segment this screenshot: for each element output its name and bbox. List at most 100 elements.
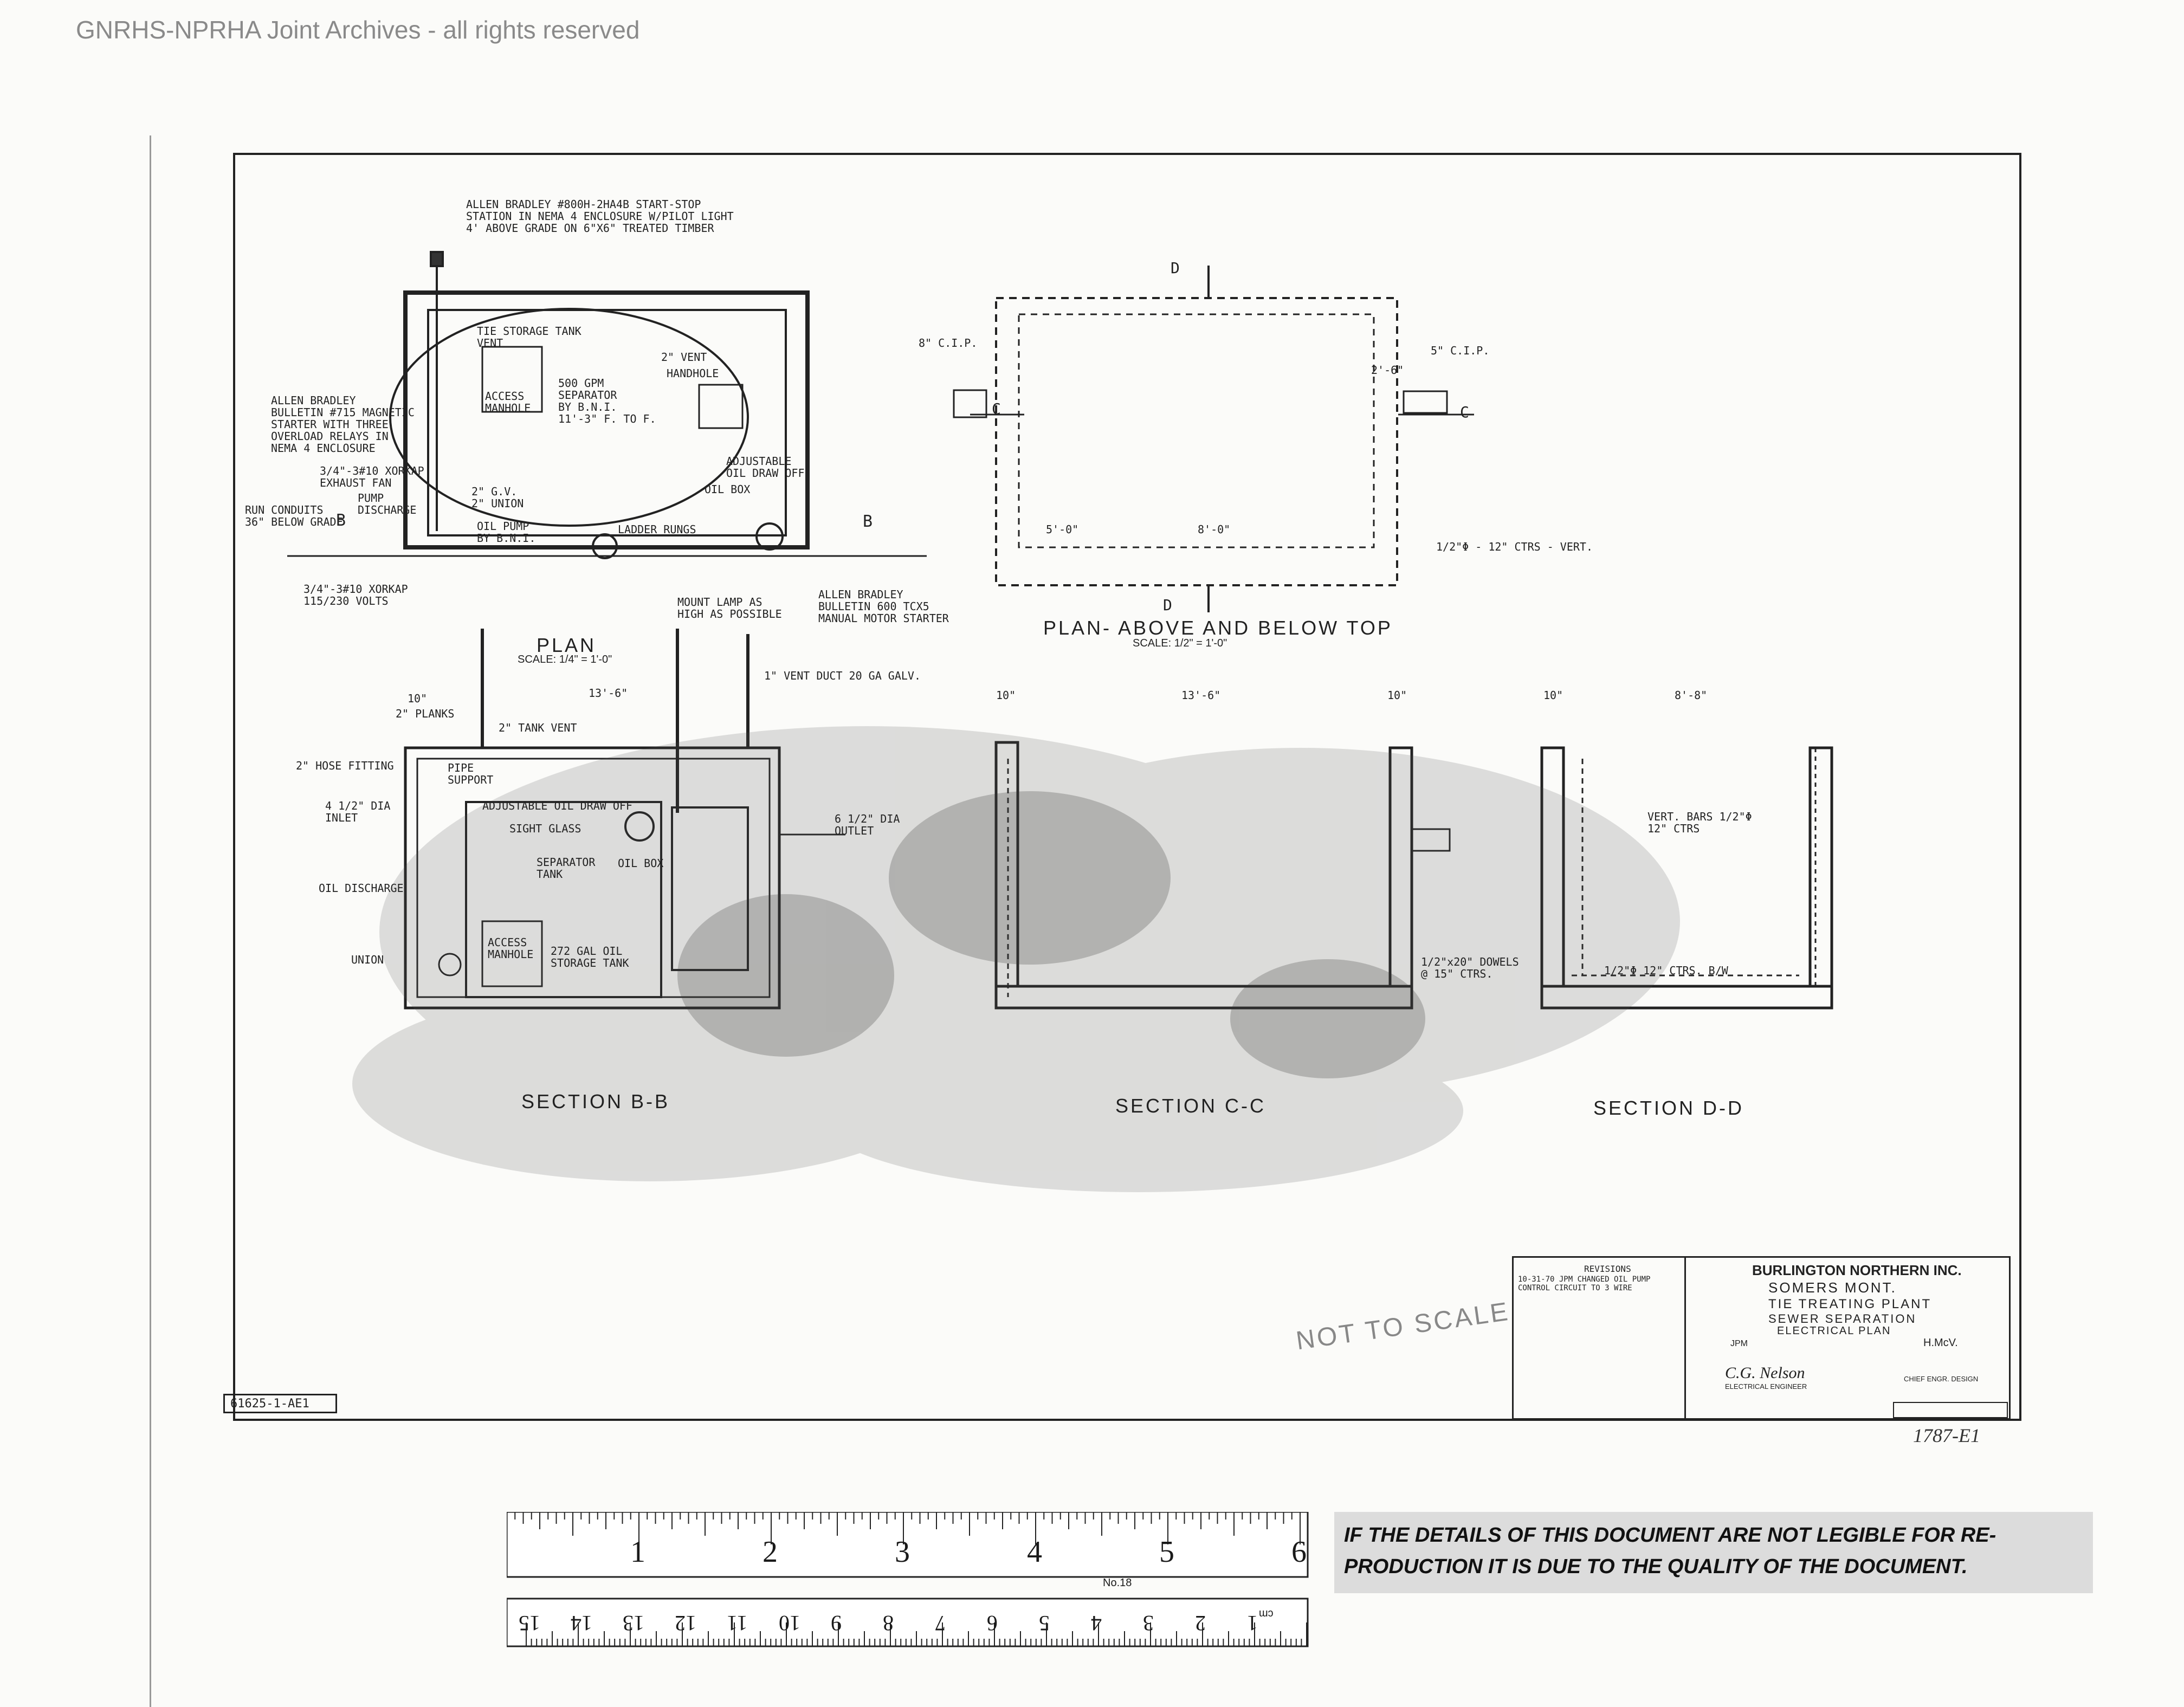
revisions-cell: REVISIONS 10-31-70 JPM CHANGED OIL PUMP … [1514, 1258, 1686, 1418]
section-cc-dim-10-left: 10" [996, 689, 1016, 702]
plan-note-run-conduits: RUN CONDUITS 36" BELOW GRADE [245, 503, 343, 528]
section-dd-dim-8-8: 8'-8" [1675, 689, 1708, 702]
plan-above-5-inch-cip: 5" C.I.P. [1431, 344, 1490, 357]
section-bb-outlet: 6 1/2" DIA OUTLET [835, 812, 900, 837]
plan-note-access-manhole: ACCESS MANHOLE [485, 390, 531, 415]
inch-label: 1 [630, 1535, 645, 1569]
inch-label: 4 [1027, 1535, 1042, 1569]
plan-note-oil-box: OIL BOX [705, 483, 751, 496]
plan-above-mark-d-bottom: D [1163, 596, 1172, 614]
ruler-model: No.18 [1103, 1577, 1132, 1589]
chief-engineer-title: CHIEF ENGR. DESIGN [1904, 1375, 1979, 1383]
section-cc-title: SECTION C-C [1115, 1095, 1266, 1117]
inch-label: 2 [763, 1535, 778, 1569]
inch-label: 6 [1291, 1535, 1307, 1569]
cm-label: 14 [571, 1611, 592, 1635]
plan-section-mark-b-right: B [863, 512, 873, 531]
cm-label: 11 [727, 1611, 748, 1635]
plan-note-magnetic-starter: ALLEN BRADLEY BULLETIN #715 MAGNETIC STA… [271, 394, 415, 455]
cm-label: 13 [623, 1611, 644, 1635]
plan-above-mark-c-right: C [1460, 403, 1469, 421]
project-location: SOMERS MONT. [1768, 1279, 1897, 1296]
section-dd-vert-bars: VERT. BARS 1/2"Φ 12" CTRS [1647, 810, 1752, 835]
cm-label: 3 [1143, 1611, 1154, 1635]
inch-label: 3 [895, 1535, 910, 1569]
section-bb-access-manhole: ACCESS MANHOLE [488, 936, 534, 961]
plan-above-8-inch-cip: 8" C.I.P. [919, 337, 978, 350]
plan-note-manual-motor-starter: ALLEN BRADLEY BULLETIN 600 TCX5 MANUAL M… [818, 588, 949, 625]
section-bb-dim-13-6: 13'-6" [589, 687, 628, 700]
project-name: SEWER SEPARATION [1768, 1312, 1917, 1325]
plan-note-separator: 500 GPM SEPARATOR BY B.N.I. 11'-3" F. TO… [558, 377, 656, 425]
section-bb-planks: 2" PLANKS [396, 707, 455, 720]
revision-entry-1: 10-31-70 JPM CHANGED OIL PUMP CONTROL CI… [1518, 1275, 1651, 1292]
plan-note-mount-lamp: MOUNT LAMP AS HIGH AS POSSIBLE [677, 596, 782, 620]
plan-above-vert-bars: 1/2"Φ - 12" CTRS - VERT. [1436, 540, 1593, 553]
cm-label: 2 [1195, 1611, 1206, 1635]
section-dd-bottom-bars: 1/2"Φ 12" CTRS. B/W [1604, 964, 1728, 977]
revisions-heading: REVISIONS [1584, 1264, 1631, 1274]
plan-above-mark-d-top: D [1171, 259, 1180, 277]
engineer-title: ELECTRICAL ENGINEER [1725, 1382, 1807, 1391]
plan-note-exhaust-fan: 3/4"-3#10 XORKAP EXHAUST FAN [320, 464, 424, 489]
plan-above-scale: SCALE: 1/2" = 1'-0" [1133, 637, 1227, 649]
cm-label: 15 [519, 1611, 540, 1635]
sheet-number-box [1893, 1402, 2008, 1418]
title-block: REVISIONS 10-31-70 JPM CHANGED OIL PUMP … [1512, 1256, 2011, 1420]
cm-label: 9 [831, 1611, 842, 1635]
cm-label: 8 [883, 1611, 894, 1635]
section-bb-oil-box: OIL BOX [618, 857, 664, 870]
drawn-by: JPM [1730, 1339, 1748, 1348]
section-bb-vent-duct: 1" VENT DUCT 20 GA GALV. [764, 669, 921, 682]
plan-above-dim-5-0: 5'-0" [1046, 523, 1079, 536]
section-bb-oil-draw-off: ADJUSTABLE OIL DRAW OFF [482, 799, 632, 812]
cm-label: 5 [1039, 1611, 1050, 1635]
drawing-number: 61625-1-AE1 [230, 1397, 309, 1411]
cm-label: 7 [935, 1611, 946, 1635]
cm-label: 6 [987, 1611, 998, 1635]
plan-note-gate-valve-union: 2" G.V. 2" UNION [471, 485, 524, 510]
section-bb-union: UNION [351, 953, 384, 966]
plan-note-oil-pump: OIL PUMP BY B.N.I. [477, 520, 536, 545]
plan-note-handhole: HANDHOLE [667, 367, 719, 380]
plan-view-scale: SCALE: 1/4" = 1'-0" [518, 654, 612, 665]
plan-above-title: PLAN- ABOVE AND BELOW TOP [1043, 617, 1393, 639]
section-bb-oil-storage-tank: 272 GAL OIL STORAGE TANK [551, 945, 629, 969]
section-bb-oil-discharge: OIL DISCHARGE [319, 882, 404, 895]
section-bb-sight-glass: SIGHT GLASS [509, 822, 581, 835]
approved-by: H.McV. [1923, 1337, 1958, 1349]
cm-label: 12 [675, 1611, 696, 1635]
section-bb-tank-vent: 2" TANK VENT [499, 721, 577, 734]
section-bb-pipe-support: PIPE SUPPORT [448, 761, 494, 786]
cm-label: 10 [779, 1611, 800, 1635]
plan-note-start-stop-station: ALLEN BRADLEY #800H-2HA4B START-STOP STA… [466, 198, 734, 235]
legibility-notice-line-1: IF THE DETAILS OF THIS DOCUMENT ARE NOT … [1344, 1524, 1996, 1547]
legibility-notice-line-2: PRODUCTION IT IS DUE TO THE QUALITY OF T… [1344, 1555, 1968, 1578]
section-bb-title: SECTION B-B [521, 1090, 670, 1113]
section-cc-dowels: 1/2"x20" DOWELS @ 15" CTRS. [1421, 955, 1519, 980]
ruler-cm-unit: cm [1259, 1608, 1274, 1620]
drawing-number-box: 61625-1-AE1 [223, 1394, 337, 1413]
plan-above-dim-8-0: 8'-0" [1198, 523, 1231, 536]
section-bb-dim-10: 10" [408, 692, 428, 705]
plan-view-title: PLAN [537, 634, 597, 656]
plan-note-pump-discharge: PUMP DISCHARGE [358, 492, 417, 516]
sheet-title: ELECTRICAL PLAN [1777, 1325, 1891, 1337]
section-bb-separator-tank: SEPARATOR TANK [537, 856, 596, 881]
facility-name: TIE TREATING PLANT [1768, 1297, 1932, 1311]
sheet-reference: 1787-E1 [1913, 1425, 1980, 1446]
drawing-sheet [233, 153, 2021, 1421]
section-bb-inlet: 4 1/2" DIA INLET [325, 799, 391, 824]
section-cc-dim-10-right: 10" [1387, 689, 1407, 702]
section-bb-hose-fitting: 2" HOSE FITTING [296, 759, 394, 772]
section-dd-title: SECTION D-D [1593, 1097, 1744, 1119]
engineer-signature: C.G. Nelson [1725, 1364, 1805, 1382]
plan-above-dim-2-6: 2'-6" [1371, 364, 1404, 377]
inch-label: 5 [1159, 1535, 1174, 1569]
plan-note-ladder-rungs: LADDER RUNGS [618, 523, 696, 536]
section-cc-dim-13-6: 13'-6" [1181, 689, 1221, 702]
plan-note-adjustable-oil-draw-off: ADJUSTABLE OIL DRAW OFF [726, 455, 805, 480]
legibility-notice-stamp: IF THE DETAILS OF THIS DOCUMENT ARE NOT … [1334, 1512, 2093, 1593]
